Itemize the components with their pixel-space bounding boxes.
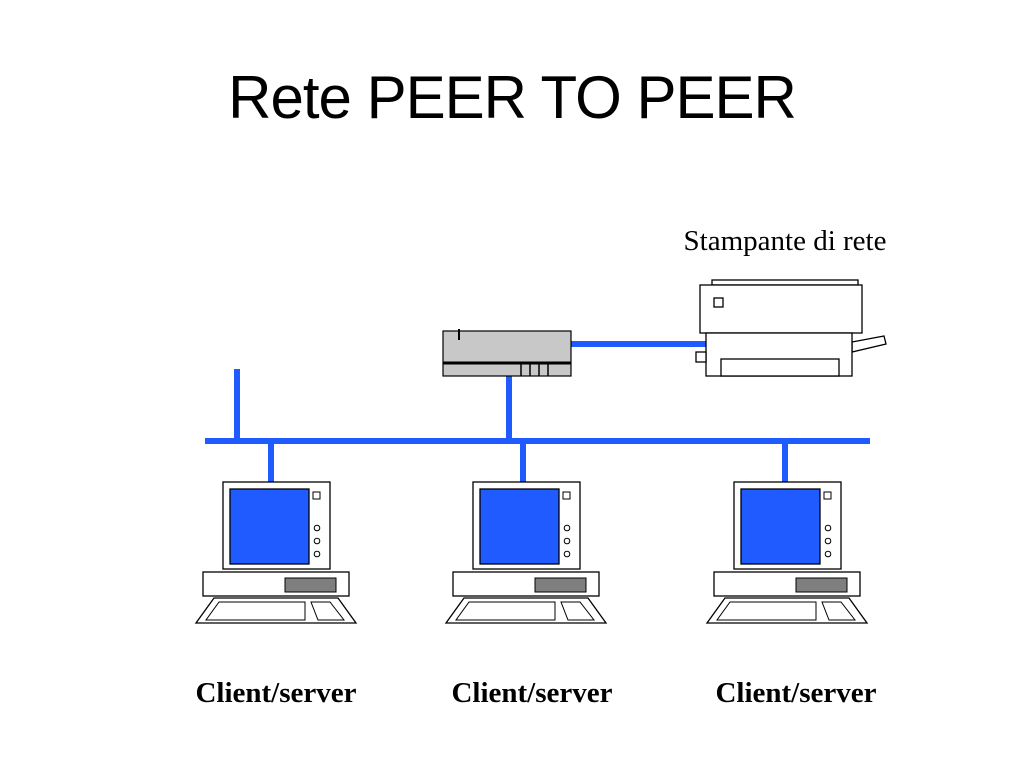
slide-title: Rete PEER TO PEER <box>228 64 797 131</box>
computer-label: Client/server <box>195 677 357 709</box>
desktop-computer-icon <box>194 481 358 624</box>
network-hub-icon <box>442 329 572 377</box>
network-cabling <box>205 341 870 482</box>
computer-label: Client/server <box>451 677 613 709</box>
desktop-computer-icon <box>705 481 869 624</box>
printer-icon <box>695 279 887 377</box>
computer-label: Client/server <box>715 677 877 709</box>
printer-label: Stampante di rete <box>683 225 887 257</box>
desktop-computer-icon <box>444 481 608 624</box>
